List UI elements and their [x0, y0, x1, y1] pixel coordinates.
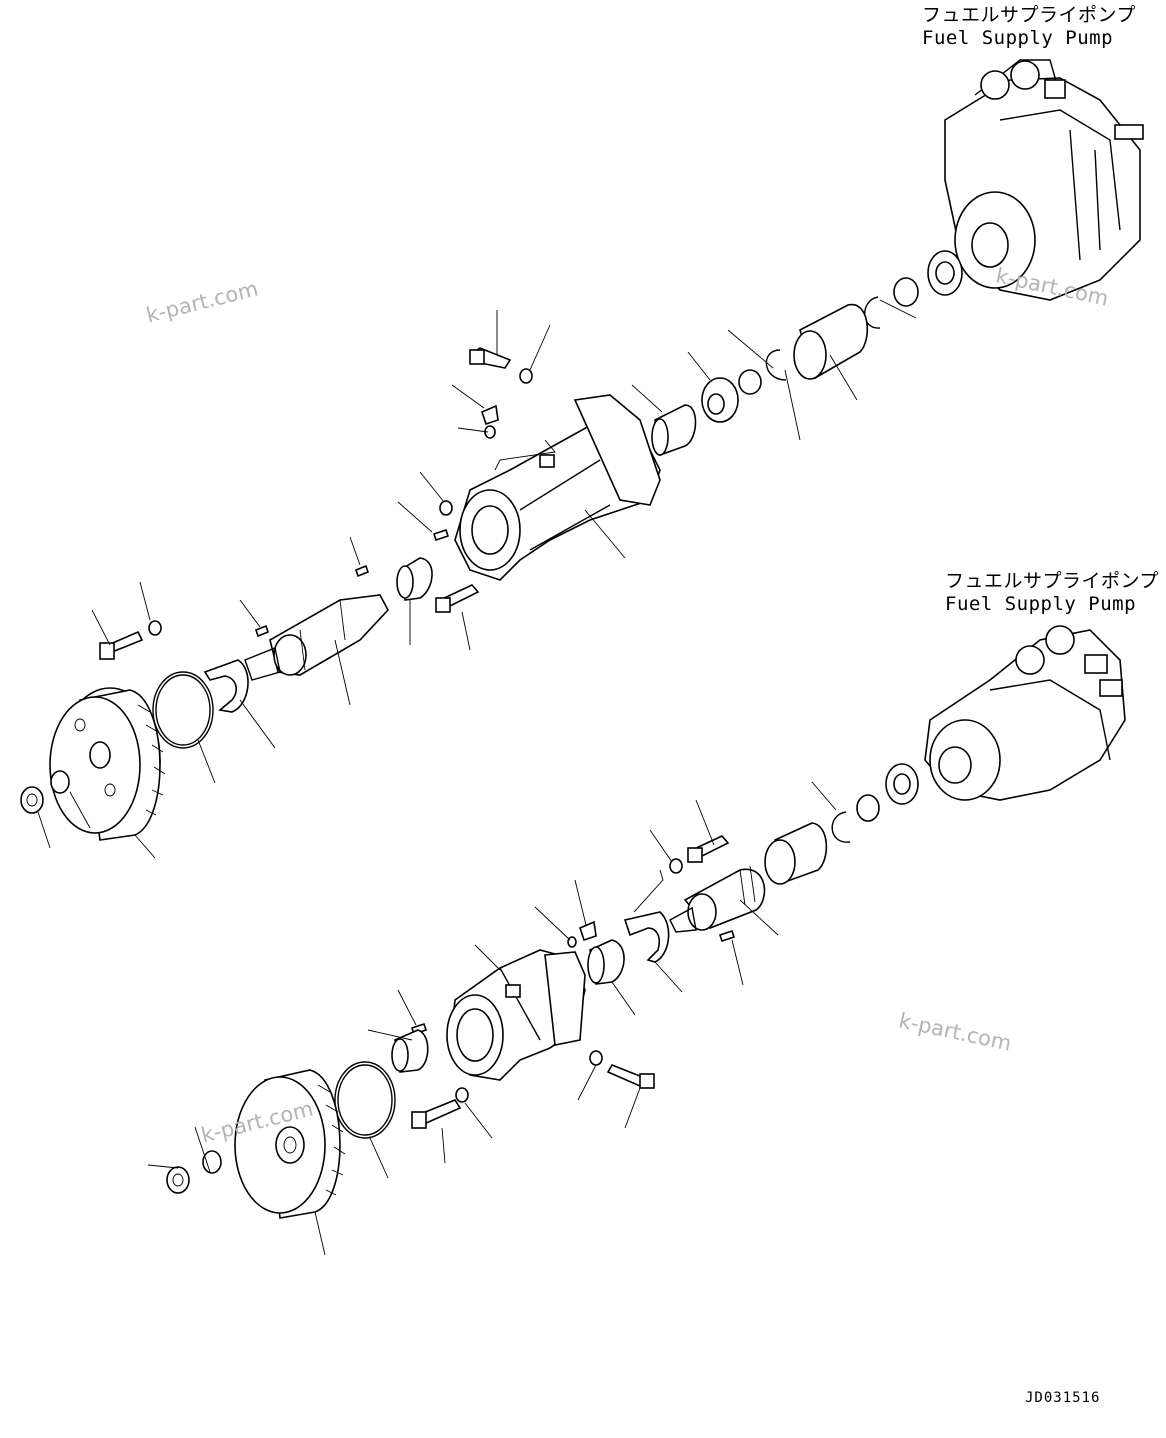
bottom-o-ring-small — [567, 936, 577, 948]
top-key-1 — [355, 564, 369, 578]
top-fuel-supply-pump — [944, 59, 1144, 301]
bottom-bolt-right — [606, 1064, 655, 1089]
bottom-washer-right — [589, 1050, 603, 1066]
top-pump-label-jp: フュエルサプライポンプ — [922, 4, 1136, 26]
bottom-nut-right — [856, 794, 880, 822]
bottom-retainer-plate — [623, 911, 670, 963]
bottom-washer-left — [455, 1087, 469, 1103]
bottom-washer-gear — [202, 1150, 222, 1174]
bottom-bushing-left — [391, 1029, 429, 1073]
top-o-ring-small — [439, 500, 453, 516]
top-washer-left — [148, 620, 162, 636]
top-plug — [481, 404, 499, 439]
top-bolt-left — [99, 630, 144, 660]
top-shaft — [244, 594, 389, 681]
bottom-pin — [718, 929, 736, 943]
top-small-gear — [701, 377, 739, 423]
bottom-bolt-upper — [687, 835, 730, 863]
top-washer-upper — [519, 368, 533, 384]
top-housing — [454, 394, 661, 581]
bottom-spline-shaft — [669, 865, 766, 933]
top-nut-gear — [20, 786, 44, 814]
top-leader-lines — [37, 299, 917, 859]
top-snap-ring-mid — [765, 349, 787, 381]
bottom-drive-gear — [885, 763, 919, 805]
top-key-2 — [255, 624, 269, 638]
bottom-bushing — [587, 939, 625, 985]
top-bolt-lower — [435, 584, 480, 613]
drawing-code: JD031516 — [1025, 1390, 1101, 1406]
bottom-housing — [446, 949, 586, 1081]
top-idler-gear — [49, 687, 166, 841]
bottom-idler-gear — [234, 1069, 346, 1219]
bottom-pump-label-en: Fuel Supply Pump — [945, 593, 1137, 615]
bottom-washer-upper — [669, 858, 683, 874]
bottom-pump-label-jp: フュエルサプライポンプ — [945, 570, 1159, 592]
bottom-snap-ring — [831, 811, 851, 843]
top-drive-gear — [927, 250, 963, 296]
top-retainer-plate — [203, 659, 249, 713]
top-bolt-upper — [468, 347, 512, 369]
bottom-bearing-sleeve — [764, 822, 828, 885]
bottom-plug — [579, 920, 597, 942]
bottom-leader-lines — [147, 781, 837, 1256]
bottom-o-ring-large — [334, 1061, 396, 1139]
top-nut-right — [893, 277, 919, 307]
top-bearing-sleeve — [793, 304, 868, 380]
top-pin — [432, 528, 450, 542]
top-o-ring-large — [152, 671, 214, 749]
top-pump-label-en: Fuel Supply Pump — [922, 27, 1114, 49]
bottom-bolt-lower — [411, 1099, 462, 1129]
top-nut-mid — [738, 369, 762, 395]
top-bushing — [651, 404, 697, 457]
bottom-nut-gear — [166, 1166, 190, 1194]
top-washer-gear — [50, 770, 70, 794]
top-bushing-left — [396, 557, 433, 601]
bottom-fuel-supply-pump — [924, 625, 1126, 801]
